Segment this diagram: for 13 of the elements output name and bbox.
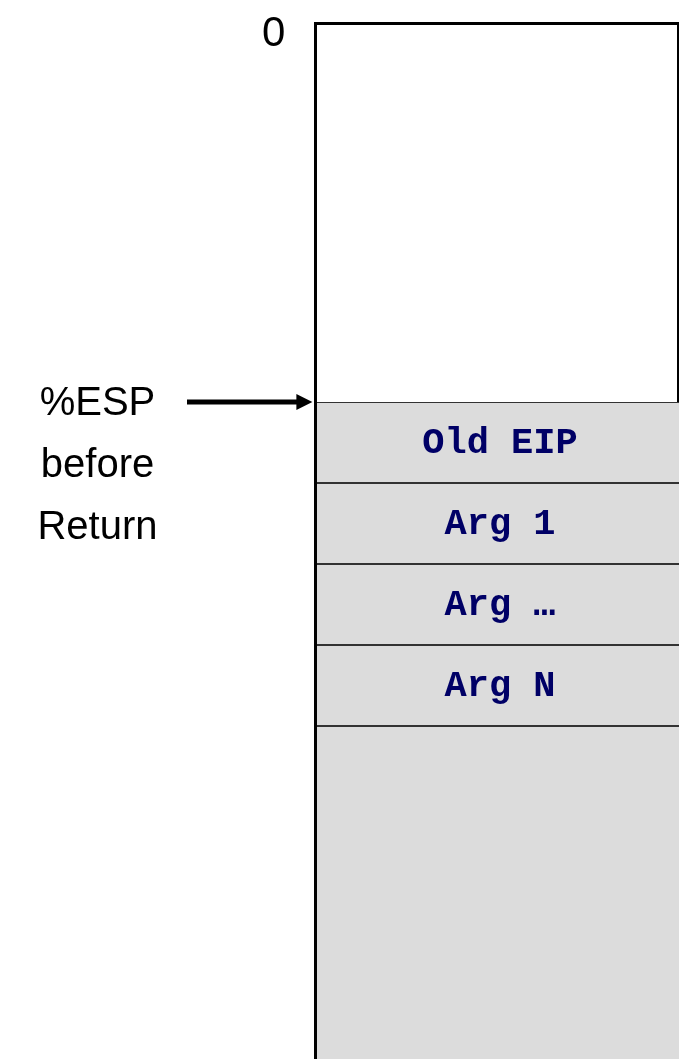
cell-label: Arg … bbox=[444, 583, 556, 626]
cell-label: Old EIP bbox=[422, 421, 578, 464]
stack-region bbox=[317, 726, 679, 1059]
cell-label: Arg N bbox=[444, 664, 556, 707]
stack-cell bbox=[317, 402, 679, 483]
stack-cell bbox=[317, 564, 679, 645]
address-label: 0 bbox=[262, 8, 286, 56]
arrow bbox=[187, 394, 313, 410]
cell-label: Arg 1 bbox=[444, 502, 556, 545]
pointer-label: %ESP before Return bbox=[36, 378, 159, 549]
stack-cell bbox=[317, 645, 679, 726]
stack-cell bbox=[317, 483, 679, 564]
stack-column bbox=[314, 22, 679, 1059]
